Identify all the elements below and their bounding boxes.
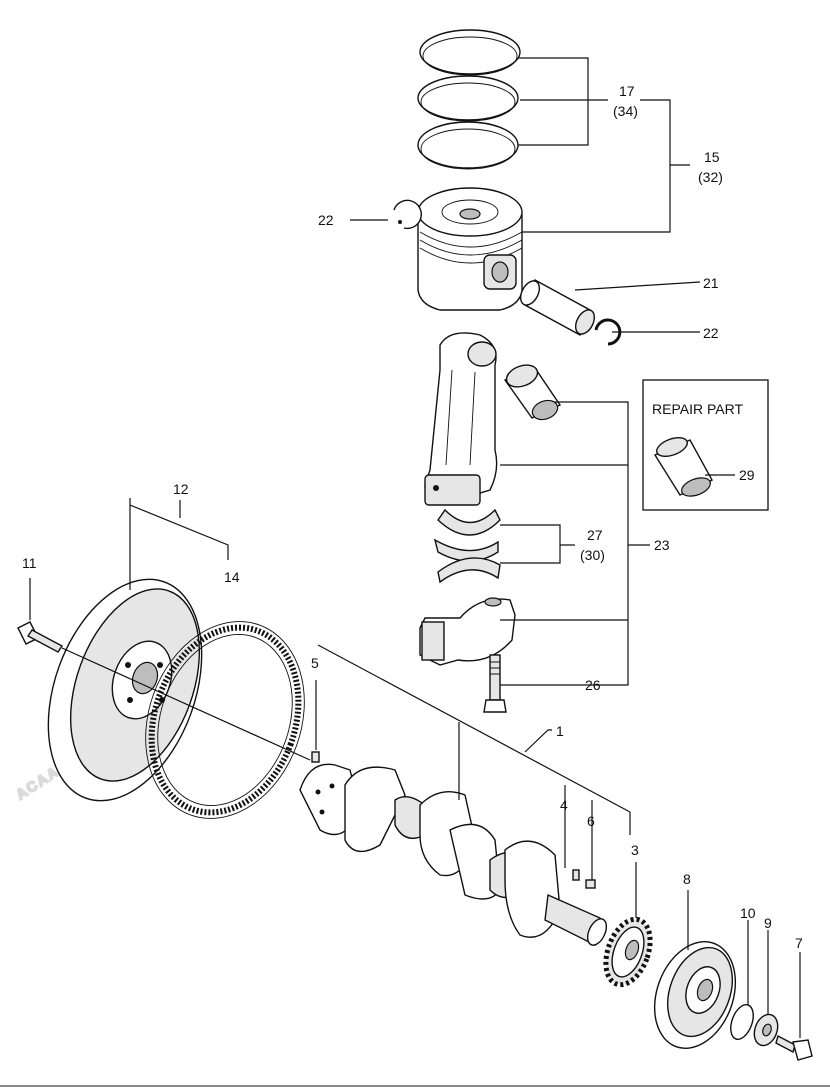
callout-1: 1 bbox=[556, 723, 564, 739]
circlip-left bbox=[393, 199, 422, 230]
connecting-rod-bearing-shells bbox=[433, 508, 501, 584]
repair-part-title: REPAIR PART bbox=[652, 401, 743, 417]
connecting-rod bbox=[424, 332, 498, 506]
callout-27: 27 bbox=[587, 527, 603, 543]
rod-bolt bbox=[483, 654, 507, 713]
small-end-bushing bbox=[503, 364, 562, 421]
callout-5: 5 bbox=[311, 655, 319, 671]
callout-23: 23 bbox=[654, 537, 670, 553]
o-ring bbox=[730, 1004, 754, 1040]
callout-10: 10 bbox=[740, 905, 756, 921]
pulley-bolt bbox=[775, 1034, 813, 1061]
callout-17-alt: (34) bbox=[613, 103, 638, 119]
repair-part-box: REPAIR PART bbox=[642, 379, 769, 511]
callout-27-alt: (30) bbox=[580, 547, 605, 563]
callout-15-alt: (32) bbox=[698, 169, 723, 185]
callout-labels: 17 (34) 15 (32) 22 21 22 29 27 (30) 23 2… bbox=[22, 83, 803, 951]
callout-26: 26 bbox=[585, 677, 601, 693]
callout-12: 12 bbox=[173, 481, 189, 497]
callout-9: 9 bbox=[764, 915, 772, 931]
piston-ring-set bbox=[417, 29, 521, 170]
dowel-pin bbox=[311, 751, 320, 763]
piston-pin bbox=[519, 279, 596, 336]
callout-6: 6 bbox=[587, 813, 595, 829]
circlip-right bbox=[594, 318, 622, 346]
callout-11: 11 bbox=[22, 555, 37, 571]
callout-22-right: 22 bbox=[703, 325, 719, 341]
ring-gear bbox=[145, 621, 305, 819]
woodruff-keys bbox=[572, 869, 596, 889]
callout-17: 17 bbox=[619, 83, 635, 99]
callout-8: 8 bbox=[683, 871, 691, 887]
connecting-rod-cap bbox=[419, 597, 516, 666]
crankshaft-gear bbox=[603, 916, 653, 988]
callout-14: 14 bbox=[224, 569, 240, 585]
flywheel bbox=[47, 578, 203, 802]
callout-7: 7 bbox=[795, 935, 803, 951]
piston bbox=[417, 187, 523, 311]
crankshaft bbox=[299, 763, 608, 947]
callout-3: 3 bbox=[631, 842, 639, 858]
callout-22-left: 22 bbox=[318, 212, 334, 228]
pulley-washer bbox=[753, 1013, 779, 1047]
callout-21: 21 bbox=[703, 275, 719, 291]
callout-15: 15 bbox=[704, 149, 720, 165]
callout-29: 29 bbox=[739, 467, 755, 483]
callout-4: 4 bbox=[560, 797, 568, 813]
crankshaft-pulley bbox=[653, 941, 737, 1049]
flywheel-bolt bbox=[17, 621, 64, 653]
